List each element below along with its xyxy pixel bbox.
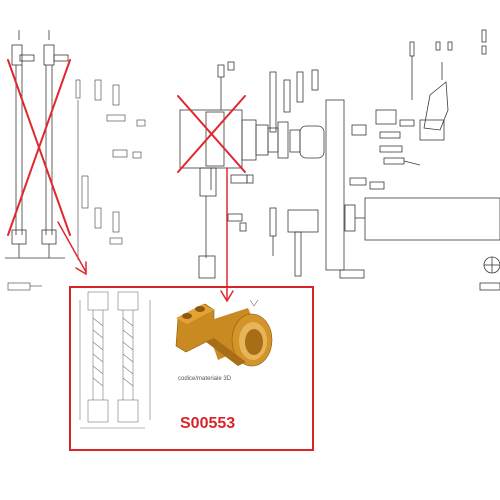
- center-valve-assembly: [179, 61, 367, 279]
- center-cross-mark: [177, 95, 246, 173]
- replacement-detail-frame: [69, 286, 314, 451]
- small-logo-mark: [249, 299, 259, 307]
- replacement-hose-drawing: [79, 291, 151, 429]
- right-boiler-assembly: [344, 29, 500, 291]
- red-arrows: [57, 167, 234, 303]
- brass-fitting-3d-render: [175, 303, 273, 367]
- left-hose-cross-mark: [7, 59, 71, 236]
- render-caption: codice/materiale 3D: [178, 376, 232, 382]
- left-hose-assembly: [5, 30, 69, 259]
- callout-column-left: [7, 79, 146, 291]
- part-code-label: S00553: [180, 415, 236, 432]
